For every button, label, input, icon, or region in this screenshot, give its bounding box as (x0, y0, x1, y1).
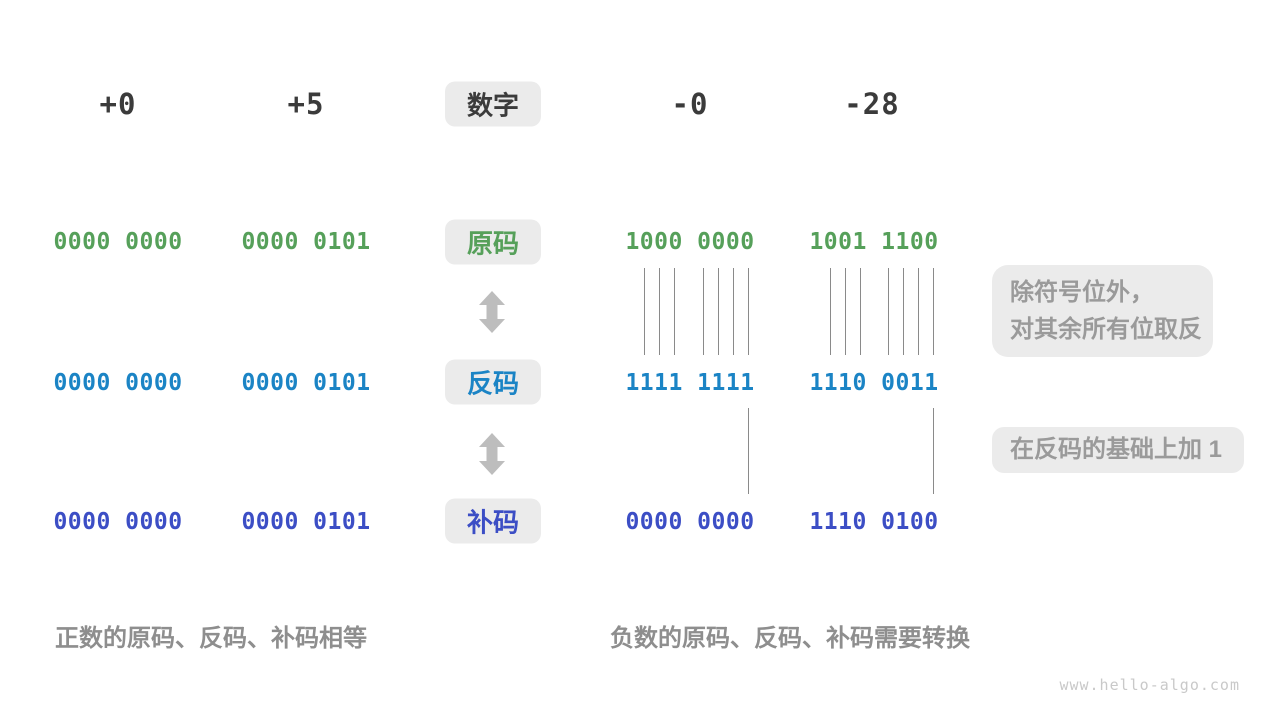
row-label-twos-complement: 补码 (445, 498, 541, 544)
row-label-sign-magnitude: 原码 (445, 219, 541, 265)
bit-tick-line (933, 268, 934, 355)
annotation-add-one-text: 在反码的基础上加 1 (1010, 436, 1223, 463)
caption-negative-numbers: 负数的原码、反码、补码需要转换 (610, 625, 970, 652)
ones-complement-minus0: 1111 1111 (625, 370, 755, 396)
number-minus-0: -0 (671, 87, 709, 121)
bit-tick-line (644, 268, 645, 355)
bit-tick-line (718, 268, 719, 355)
ones-complement-minus28: 1110 0011 (809, 370, 939, 396)
annotation-invert-line1: 除符号位外， (1010, 279, 1154, 306)
bit-tick-line (845, 268, 846, 355)
ones-complement-plus0: 0000 0000 (53, 370, 183, 396)
annotation-add-one: 在反码的基础上加 1 (992, 427, 1244, 473)
bit-tick-line (748, 268, 749, 355)
bit-tick-line (674, 268, 675, 355)
add-one-tick-line (748, 408, 749, 494)
twos-complement-plus5: 0000 0101 (241, 509, 371, 535)
twos-complement-minus0: 0000 0000 (625, 509, 755, 535)
row-label-ones-complement: 反码 (445, 359, 541, 405)
sign-magnitude-minus0: 1000 0000 (625, 229, 755, 255)
add-one-tick-line (933, 408, 934, 494)
bit-tick-line (659, 268, 660, 355)
annotation-invert-line2: 对其余所有位取反 (1010, 316, 1202, 343)
bit-tick-line (888, 268, 889, 355)
number-minus-28: -28 (844, 87, 900, 121)
bit-tick-line (903, 268, 904, 355)
bit-tick-line (703, 268, 704, 355)
twos-complement-plus0: 0000 0000 (53, 509, 183, 535)
number-plus-0: +0 (99, 87, 137, 121)
bit-tick-line (830, 268, 831, 355)
ones-complement-plus5: 0000 0101 (241, 370, 371, 396)
bit-tick-line (733, 268, 734, 355)
watermark-url: www.hello-algo.com (1059, 676, 1240, 694)
up-down-arrow-icon (479, 291, 505, 333)
caption-positive-numbers: 正数的原码、反码、补码相等 (55, 625, 367, 652)
number-plus-5: +5 (287, 87, 325, 121)
column-label-number: 数字 (445, 81, 541, 127)
twos-complement-minus28: 1110 0100 (809, 509, 939, 535)
sign-magnitude-plus5: 0000 0101 (241, 229, 371, 255)
sign-magnitude-plus0: 0000 0000 (53, 229, 183, 255)
bit-tick-line (860, 268, 861, 355)
bit-tick-line (918, 268, 919, 355)
up-down-arrow-icon (479, 433, 505, 475)
annotation-invert-bits: 除符号位外， 对其余所有位取反 (992, 265, 1213, 357)
sign-magnitude-minus28: 1001 1100 (809, 229, 939, 255)
